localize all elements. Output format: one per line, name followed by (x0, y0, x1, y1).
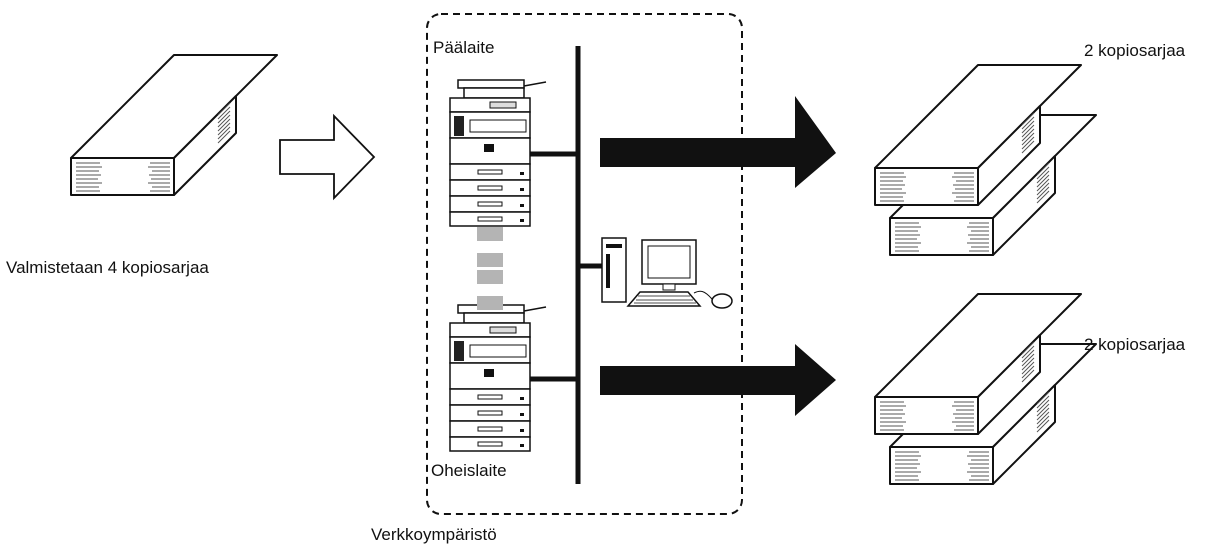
output-top-label: 2 kopiosarjaa (1084, 41, 1186, 60)
outline-arrow-icon (279, 113, 376, 201)
solid-arrow-top-icon (600, 96, 836, 188)
source-paper-stack-icon (70, 54, 278, 196)
network-label: Verkkoympäristö (371, 525, 497, 544)
main-device-label: Päälaite (433, 38, 495, 57)
sub-device-label: Oheislaite (431, 461, 507, 480)
gray-dash-connector (477, 227, 503, 310)
source-caption: Valmistetaan 4 kopiosarjaa (6, 258, 209, 277)
output-bottom-label: 2 kopiosarjaa (1084, 335, 1186, 354)
solid-arrow-bottom-icon (600, 344, 836, 416)
computer-icon (601, 237, 733, 309)
network-boundary (426, 13, 743, 515)
